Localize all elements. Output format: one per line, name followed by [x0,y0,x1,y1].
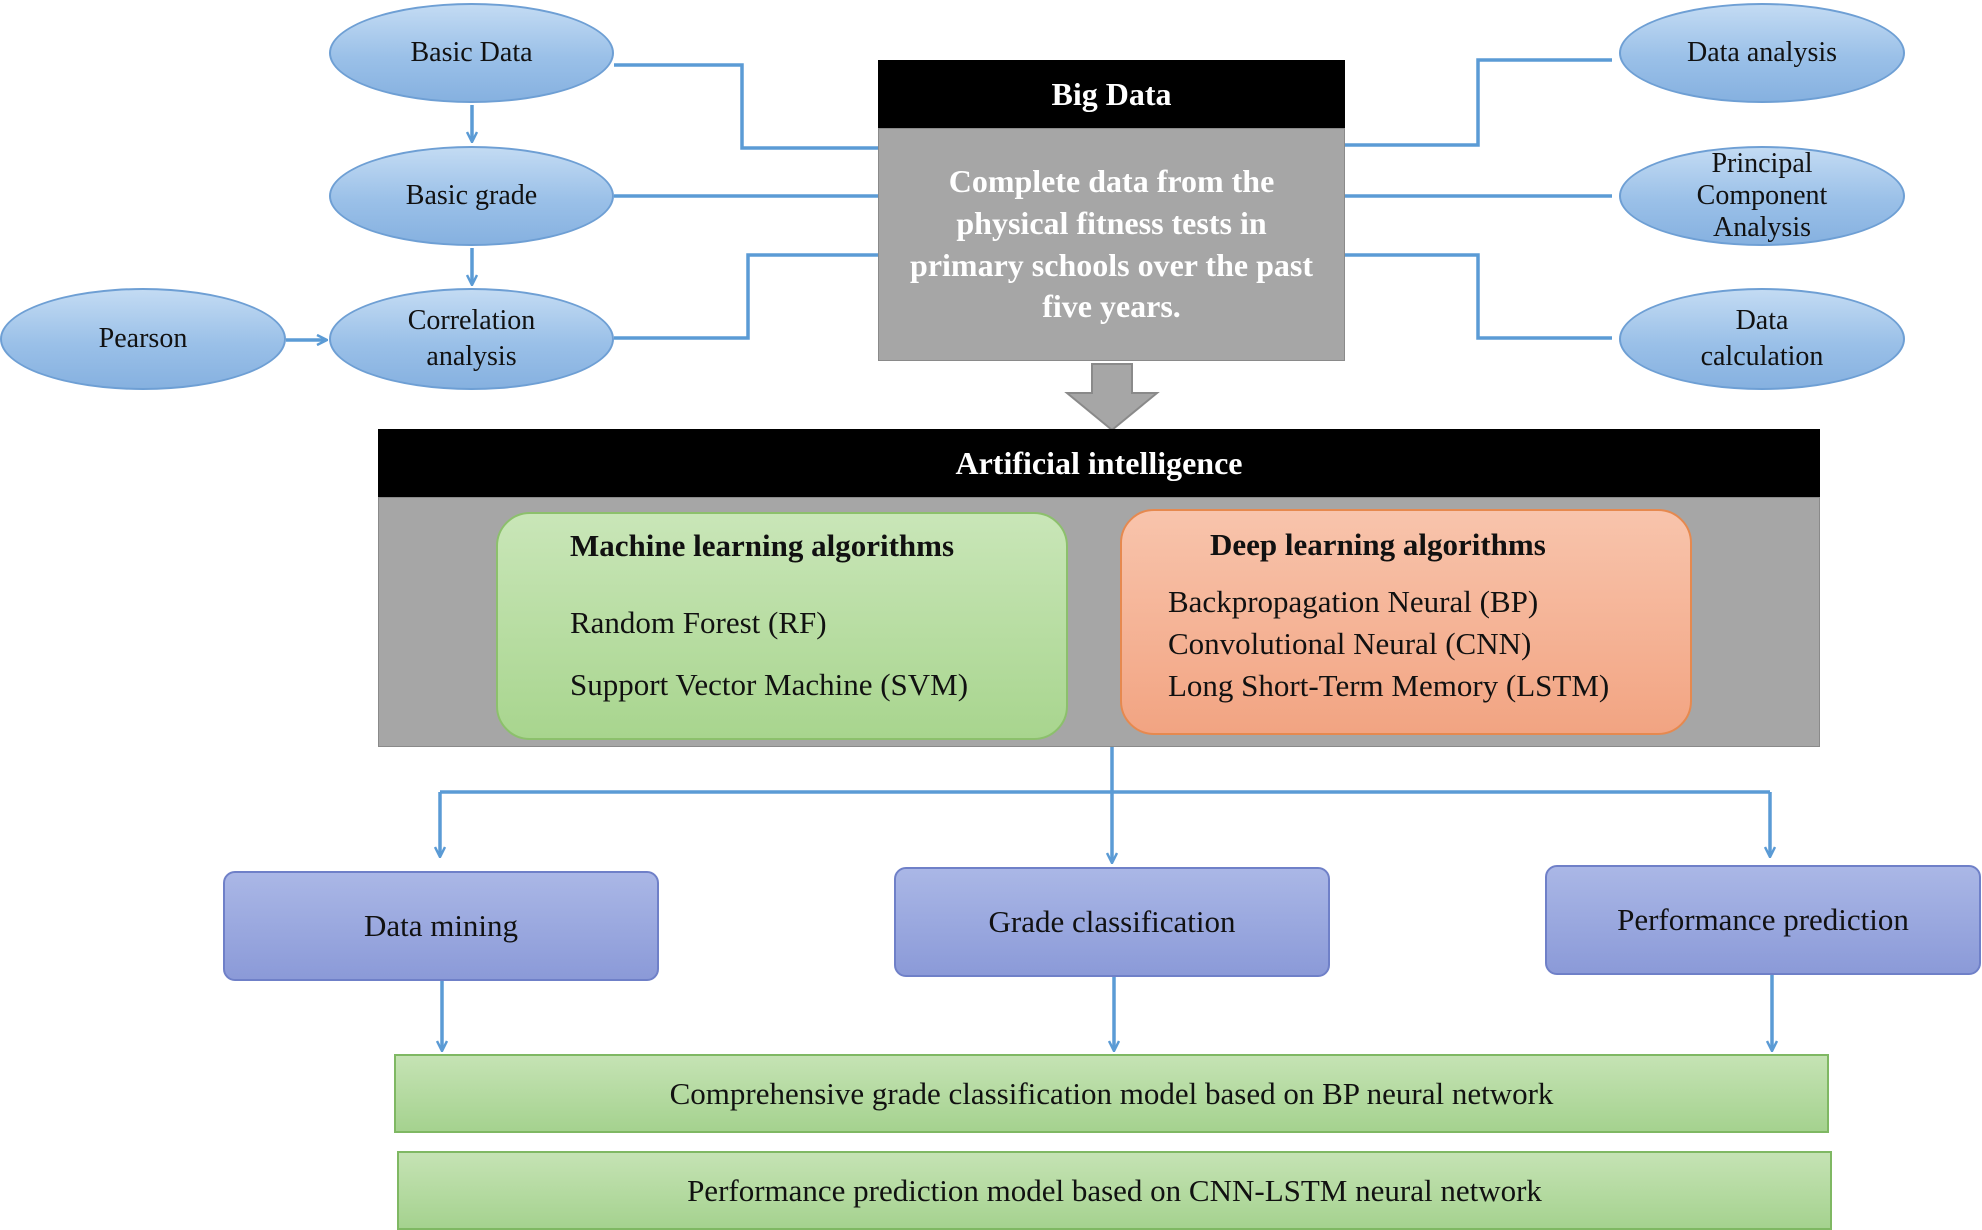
big-data-line: physical fitness tests in [956,204,1267,241]
big-data-text: Complete data from the physical fitness … [910,161,1313,327]
pca-label-line2: Component [1696,179,1828,211]
ai-title: Artificial intelligence [955,444,1243,481]
grade-classification-box: Grade classification [894,867,1330,977]
big-data-body: Complete data from the physical fitness … [878,128,1345,361]
pca-node: Principal Component Analysis [1619,146,1905,246]
connector-data-calc [1345,253,1612,340]
correlation-analysis-node: Correlation analysis [329,288,614,390]
big-data-line: Complete data from the [948,163,1275,200]
ml-title: Machine learning algorithms [570,528,955,563]
pearson-node: Pearson [0,288,286,390]
basic-grade-node: Basic grade [329,146,614,246]
cnn-lstm-model-label: Performance prediction model based on CN… [687,1172,1542,1208]
basic-data-label: Basic Data [410,36,533,68]
data-calc-label-line1: Data [1735,304,1789,336]
data-calc-label-line2: calculation [1700,341,1824,372]
pearson-label: Pearson [98,322,188,354]
pca-label-line3: Analysis [1713,212,1811,244]
machine-learning-box: Machine learning algorithms Random Fores… [496,512,1068,740]
data-mining-label: Data mining [363,908,519,943]
connector-data-analysis [1345,58,1612,147]
ai-header: Artificial intelligence [378,429,1820,497]
bp-model-label: Comprehensive grade classification model… [669,1075,1554,1111]
data-analysis-node: Data analysis [1619,3,1905,103]
big-data-line: five years. [1042,288,1181,325]
deep-learning-box: Deep learning algorithms Backpropagation… [1120,509,1692,735]
performance-prediction-label: Performance prediction [1617,902,1909,937]
data-calculation-node: Data calculation [1619,288,1905,390]
big-data-line: primary schools over the past [910,246,1313,283]
dl-title: Deep learning algorithms [1210,527,1546,562]
basic-grade-label: Basic grade [405,179,538,211]
dl-item-lstm: Long Short-Term Memory (LSTM) [1168,668,1610,703]
data-mining-box: Data mining [223,871,659,981]
dl-item-cnn: Convolutional Neural (CNN) [1168,626,1532,661]
big-down-arrow [1064,363,1160,432]
pca-label-line1: Principal [1711,147,1813,179]
basic-data-node: Basic Data [329,3,614,103]
grade-classification-label: Grade classification [988,904,1236,939]
connector-basic-data [614,63,878,150]
ml-item-rf: Random Forest (RF) [570,605,827,640]
bp-model-bar: Comprehensive grade classification model… [394,1054,1829,1133]
performance-prediction-box: Performance prediction [1545,865,1981,975]
dl-item-bp: Backpropagation Neural (BP) [1168,584,1539,619]
cnn-lstm-model-bar: Performance prediction model based on CN… [397,1151,1832,1230]
big-data-header: Big Data [878,60,1345,128]
correlation-label-line2: analysis [426,341,517,372]
data-analysis-label: Data analysis [1686,36,1838,68]
connector-correlation [614,253,878,340]
ml-item-svm: Support Vector Machine (SVM) [570,667,969,702]
correlation-label-line1: Correlation [407,304,536,336]
big-data-title: Big Data [1051,75,1172,112]
